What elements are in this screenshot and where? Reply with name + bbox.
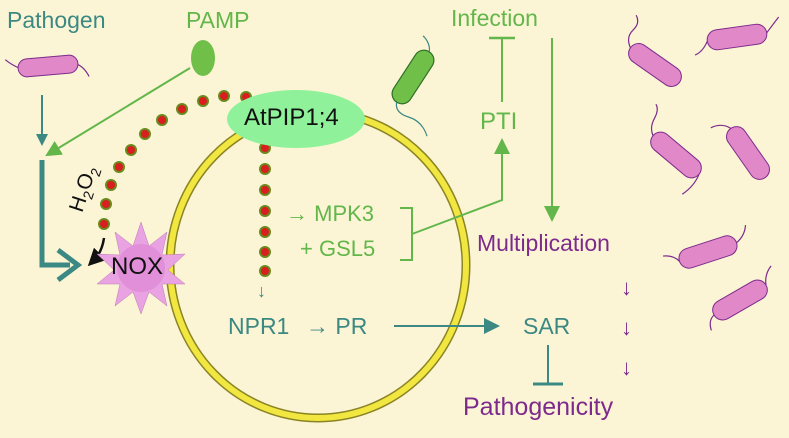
bracket-to-pti-arrow: [411, 138, 510, 235]
gsl5-label: + GSL5: [300, 236, 376, 261]
infection-label: Infection: [451, 5, 538, 31]
atpip-aquaporin: [227, 90, 365, 148]
cell-membrane: [165, 107, 471, 423]
pamp-ellipse-icon: [191, 40, 215, 76]
pathogen-bacterium-icon: [4, 54, 90, 78]
signal-dots: [259, 142, 271, 277]
pamp-arrow: [45, 67, 191, 157]
bacterium-icon: [694, 16, 780, 56]
pathogenicity-label: Pathogenicity: [463, 393, 614, 421]
green-bacterium-icon: [391, 35, 435, 137]
h2o2-dots: [98, 90, 252, 230]
pathogen-to-nox-arrow: [39, 160, 70, 268]
pathogen-to-nox-arrowhead: [56, 248, 83, 282]
bacterium-icon: [650, 103, 702, 195]
purple-down-arrow-3: ↓: [621, 355, 632, 380]
bacterium-icon: [710, 124, 770, 180]
atpip-label: AtPIP1;4: [244, 104, 339, 131]
h2o2-nox-curve-arrow: [87, 237, 107, 267]
pathogen-label: Pathogen: [7, 7, 106, 33]
bacterium-icon: [662, 225, 747, 269]
mpk3-label: → MPK3: [286, 201, 375, 226]
npr1-down-arrow: ↓: [257, 281, 266, 301]
nox-starburst-icon: [96, 221, 186, 315]
pamp-label: PAMP: [186, 7, 250, 33]
pti-label: PTI: [480, 108, 518, 135]
multiplication-label: Multiplication: [477, 230, 610, 256]
purple-down-arrow-2: ↓: [621, 315, 632, 340]
nox-label: NOX: [111, 253, 164, 280]
purple-down-arrow-1: ↓: [621, 275, 632, 300]
bacterium-icon: [627, 14, 682, 87]
bacterium-icon: [709, 265, 772, 331]
npr1-label: NPR1: [228, 313, 290, 339]
mpk3-gsl5-bracket: [400, 207, 413, 261]
pr-label: → PR: [306, 313, 368, 339]
sar-label: SAR: [523, 313, 571, 339]
